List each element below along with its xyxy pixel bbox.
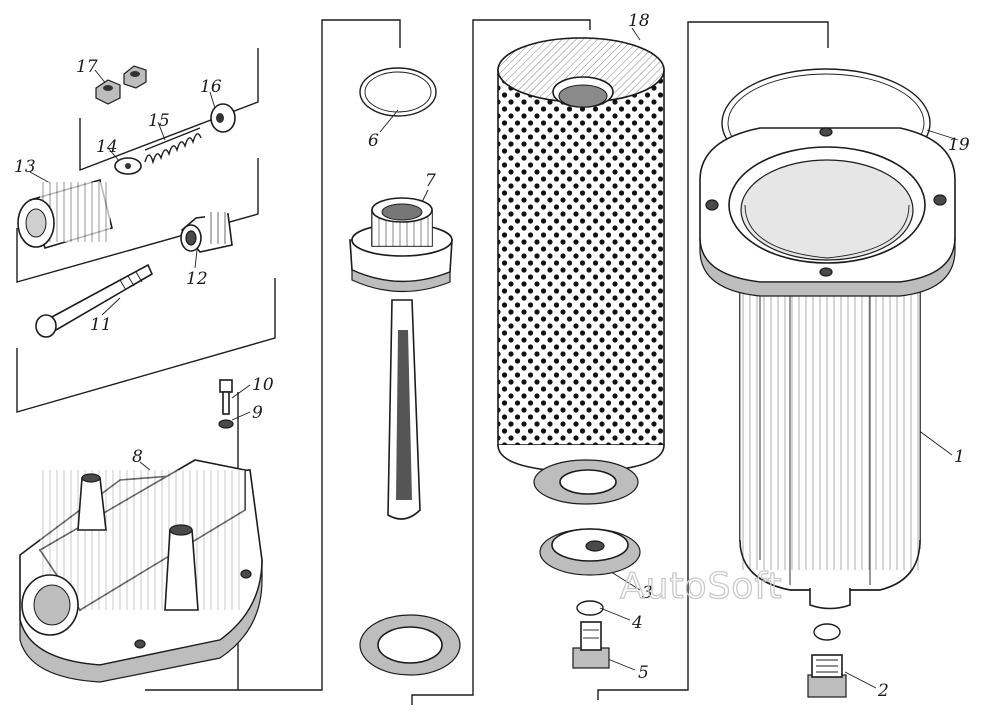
callout-16: 16 [200,77,222,97]
callout-9: 9 [252,403,263,423]
callout-10: 10 [252,375,274,395]
drain-plug-2 [807,623,847,698]
callout-2: 2 [877,681,889,701]
callout-4: 4 [631,613,643,633]
watermark-text: AutoSoft [620,566,783,607]
nut-17 [95,65,147,105]
spring-15 [144,127,202,165]
callout-8: 8 [132,447,143,467]
spring-cup-3 [539,528,641,576]
washer-14 [114,157,142,175]
washer-9 [218,419,234,429]
gasket-washer-bottom [359,614,461,676]
callout-12: 12 [186,269,208,289]
callout-17: 17 [76,57,98,77]
callout-6: 6 [368,131,379,151]
filter-head-8 [19,459,263,683]
callout-1: 1 [954,447,965,467]
callout-15: 15 [148,111,170,131]
callout-5: 5 [638,663,649,683]
callout-18: 18 [628,11,650,31]
sleeve-13 [17,179,113,249]
filter-housing-1 [699,127,956,610]
callout-11: 11 [90,315,112,335]
callout-19: 19 [948,135,970,155]
callout-7: 7 [425,171,436,191]
washer-16 [210,103,236,133]
element-washer [533,459,639,505]
seal-ring-6 [359,67,437,117]
callout-3: 3 [642,583,653,603]
callout-13: 13 [14,157,36,177]
screw-10 [219,379,233,415]
valve-nut-12 [180,212,233,253]
gasket-4 [576,600,604,616]
plug-5 [572,621,610,669]
callout-labels: 1 2 3 4 5 6 7 8 9 10 11 12 13 14 15 16 1… [14,11,970,701]
callout-14: 14 [96,137,118,157]
bolt-11 [35,263,154,338]
filter-element-18 [497,37,665,473]
valve-7 [349,197,453,520]
